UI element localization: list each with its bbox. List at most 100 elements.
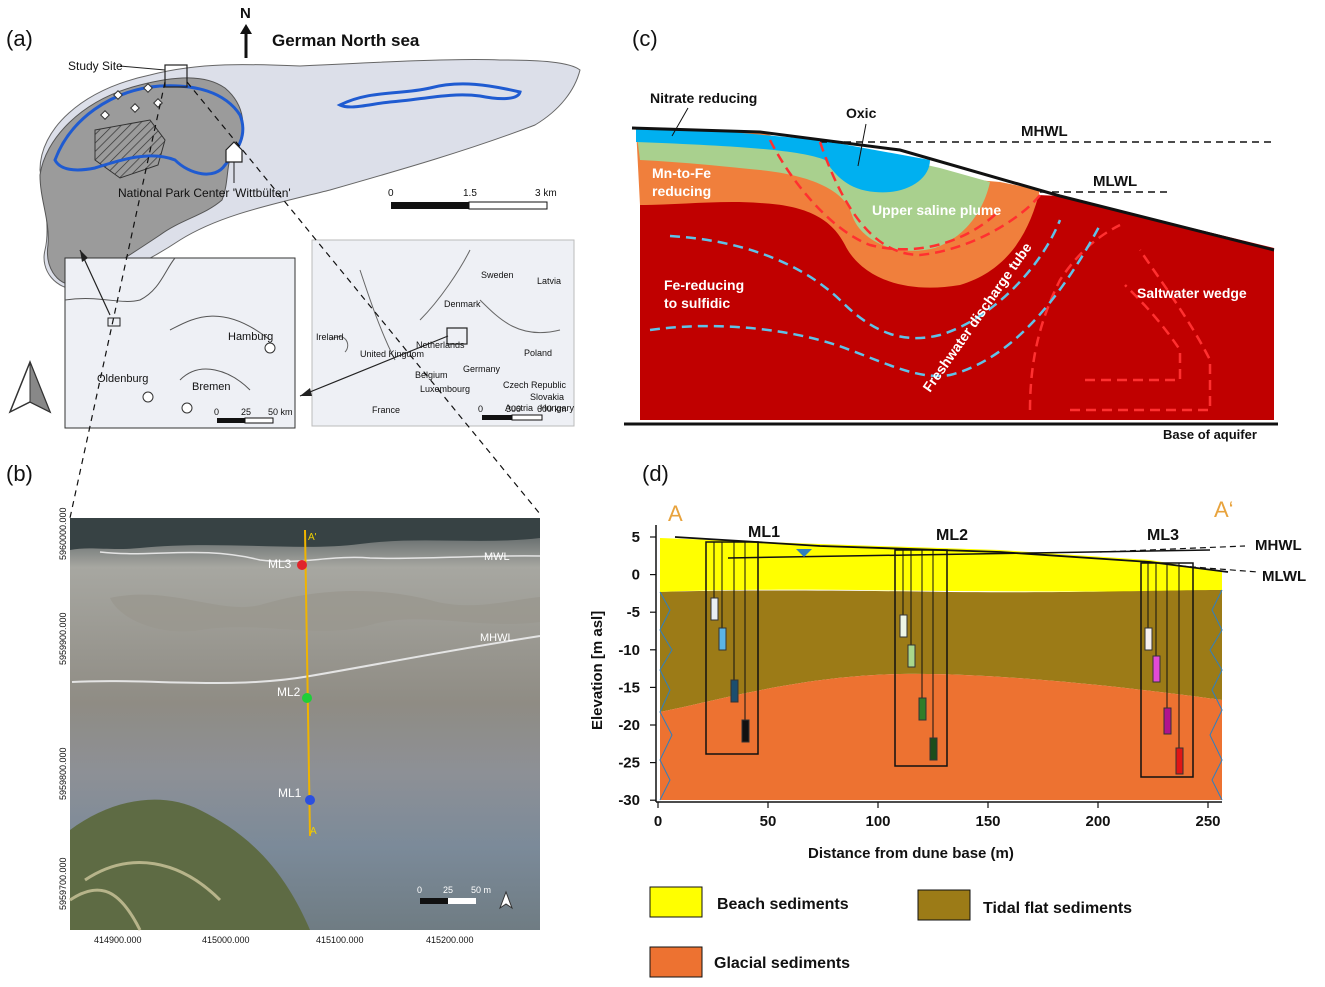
scale-inset1-black xyxy=(217,418,245,423)
inset-europe-coast xyxy=(329,249,561,361)
screen-ml3-2 xyxy=(1152,655,1161,683)
scale-a-1: 1.5 xyxy=(463,188,477,199)
d-mlwl-label: MLWL xyxy=(1262,568,1306,585)
scale-inset2-black xyxy=(482,415,512,420)
link-left xyxy=(69,81,166,519)
ml3-label: ML3 xyxy=(268,557,292,571)
scale-b-black xyxy=(420,898,448,904)
label-mnfe-1: Mn-to-Fe xyxy=(652,165,711,181)
dune-path xyxy=(69,861,222,931)
dune-vegetation xyxy=(70,799,310,930)
b-ytick-1: 5959900.000 xyxy=(58,612,68,665)
mhwl-line xyxy=(71,635,541,684)
a-label: A xyxy=(310,826,317,837)
ml2-label: ML2 xyxy=(277,685,301,699)
park-center-label: National Park Center 'Wittbülten' xyxy=(118,186,291,200)
country-ireland: Ireland xyxy=(316,332,344,342)
legend-glacial-swatch xyxy=(649,946,703,978)
d-xtick-label: 150 xyxy=(975,813,1000,830)
legend-tidal-label: Tidal flat sediments xyxy=(983,900,1132,917)
scale-inset1-white xyxy=(244,417,274,424)
label-nitrate: Nitrate reducing xyxy=(650,90,757,106)
well-ml1-label: ML1 xyxy=(748,524,780,541)
study-site-label: Study Site xyxy=(68,59,123,73)
label-c-mhwl: MHWL xyxy=(1021,123,1068,140)
north-label: N xyxy=(240,5,251,22)
blue-flow-lower xyxy=(649,224,1102,378)
left-edge xyxy=(659,591,673,801)
scale-b-0: 0 xyxy=(417,885,422,895)
label-upper-plume: Upper saline plume xyxy=(872,202,1001,218)
red-flow-wedge-3 xyxy=(1085,284,1182,382)
land-surface xyxy=(631,126,1275,252)
scale-b-white xyxy=(448,898,476,904)
panel-label-d: (d) xyxy=(642,461,669,486)
inset1-locator-box xyxy=(107,317,121,327)
well-ml1-box xyxy=(705,541,759,755)
well-ml2-box xyxy=(894,549,948,767)
screen-ml1-3 xyxy=(730,679,739,703)
label-fered-2: to sulfidic xyxy=(664,295,730,311)
legend-tidal-swatch xyxy=(917,889,971,921)
upper-saline-plume xyxy=(636,128,990,251)
screen-ml3-1 xyxy=(1144,627,1153,651)
right-edge xyxy=(1209,589,1223,801)
b-xtick-3: 415200.000 xyxy=(426,935,474,945)
compass-icon xyxy=(8,359,52,414)
study-site-leader xyxy=(119,65,166,71)
d-ytick-label: -5 xyxy=(627,604,640,621)
d-xtick-label: 250 xyxy=(1195,813,1220,830)
d-mhwl-label: MHWL xyxy=(1255,537,1302,554)
screen-ml1-2 xyxy=(718,627,727,651)
sea-label: German North sea xyxy=(272,31,420,50)
oxic-leader xyxy=(857,123,867,167)
scale-inset2-0: 0 xyxy=(478,404,483,414)
d-ytick-label: 5 xyxy=(632,529,640,546)
d-ytick-label: -30 xyxy=(618,792,640,809)
city-hamburg-marker xyxy=(264,342,276,354)
panel-label-a: (a) xyxy=(6,26,33,51)
panel-b-y-axis: 5960000.000 5959900.000 5959800.000 5959… xyxy=(58,507,68,910)
city-bremen: Bremen xyxy=(192,381,231,393)
ml1-label: ML1 xyxy=(278,786,302,800)
scale-inset2-white xyxy=(511,414,543,421)
country-slovakia: Slovakia xyxy=(530,392,564,402)
connector-regional-to-island xyxy=(79,249,111,316)
screen-ml2-3 xyxy=(918,697,927,721)
d-xtick-label: 100 xyxy=(865,813,890,830)
panel-label-c: (c) xyxy=(632,26,658,51)
country-hungary: Hungary xyxy=(540,403,575,413)
water-table-icon xyxy=(796,549,812,557)
north-arrow-icon xyxy=(240,24,252,58)
d-ytick-label: -20 xyxy=(618,717,640,734)
compass-b-icon xyxy=(498,890,514,910)
layer-glacial xyxy=(660,673,1222,800)
d-mhwl-line xyxy=(1099,545,1246,553)
legend-beach-swatch xyxy=(649,886,703,918)
red-flow-wedge-2 xyxy=(1070,249,1212,412)
red-flow-inner xyxy=(818,141,1041,257)
screen-ml2-2 xyxy=(907,644,916,668)
scale-inset1-2: 50 km xyxy=(268,407,293,417)
d-xtick-label: 0 xyxy=(654,813,662,830)
link-right xyxy=(186,81,541,515)
mnfe-zone xyxy=(636,128,1040,288)
d-xtick-label: 50 xyxy=(760,813,777,830)
scale-a-2: 3 km xyxy=(535,188,557,199)
scale-inset1-1: 25 xyxy=(241,407,251,417)
country-uk: United Kingdom xyxy=(360,349,424,359)
b-xtick-1: 415000.000 xyxy=(202,935,250,945)
ml3-marker xyxy=(297,560,307,570)
d-y-ticks: 50-5-10-15-20-25-30 xyxy=(618,529,656,809)
layer-beach xyxy=(660,538,1222,592)
inset-regional-coast xyxy=(64,257,271,391)
d-surface xyxy=(674,536,1229,573)
country-czech: Czech Republic xyxy=(503,380,567,390)
b-ytick-3: 5959700.000 xyxy=(58,857,68,910)
study-site-box xyxy=(164,64,188,88)
d-ytick-label: -25 xyxy=(618,755,640,772)
sand-bar xyxy=(110,590,540,632)
country-netherlands: Netherlands xyxy=(416,340,465,350)
well-pipes xyxy=(713,542,1180,748)
